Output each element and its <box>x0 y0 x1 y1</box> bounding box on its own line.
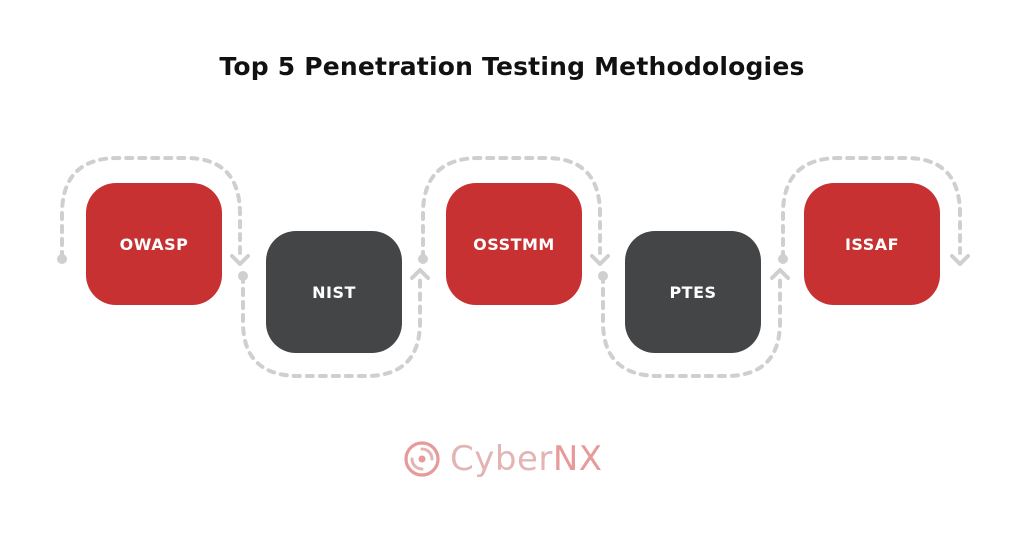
methodology-label: NIST <box>312 282 356 302</box>
methodology-label: OSSTMM <box>473 234 555 254</box>
connector-dot-icon <box>238 271 248 281</box>
connector-arc-4 <box>601 274 782 378</box>
connector-arc-1 <box>60 156 242 260</box>
start-dot-icon <box>57 254 67 264</box>
up-arrow-icon <box>770 268 790 280</box>
connector-arc-5 <box>781 156 962 260</box>
connector-arc-3 <box>421 156 602 260</box>
methodology-card-osstmm: OSSTMM <box>446 183 582 305</box>
methodology-label: PTES <box>669 282 717 302</box>
up-arrow-icon <box>410 268 430 280</box>
methodology-card-issaf: ISSAF <box>804 183 940 305</box>
connector-arc-2 <box>241 274 422 378</box>
down-arrow-icon <box>590 254 610 266</box>
page-title: Top 5 Penetration Testing Methodologies <box>219 52 805 81</box>
methodology-label: OWASP <box>119 234 189 254</box>
connector-dot-icon <box>778 254 788 264</box>
down-arrow-icon <box>950 254 970 266</box>
connector-dot-icon <box>598 271 608 281</box>
down-arrow-icon <box>230 254 250 266</box>
connector-dot-icon <box>418 254 428 264</box>
methodology-card-nist: NIST <box>266 231 402 353</box>
brand-logo-text-nx: NX <box>552 439 603 479</box>
methodology-card-owasp: OWASP <box>86 183 222 305</box>
brand-logo: CyberNX <box>402 436 603 482</box>
brand-logo-text-cyber: Cyber <box>450 439 553 479</box>
methodology-card-ptes: PTES <box>625 231 761 353</box>
brand-logo-text: CyberNX <box>450 439 603 479</box>
swirl-logo-icon <box>404 441 440 477</box>
methodology-label: ISSAF <box>844 234 900 254</box>
